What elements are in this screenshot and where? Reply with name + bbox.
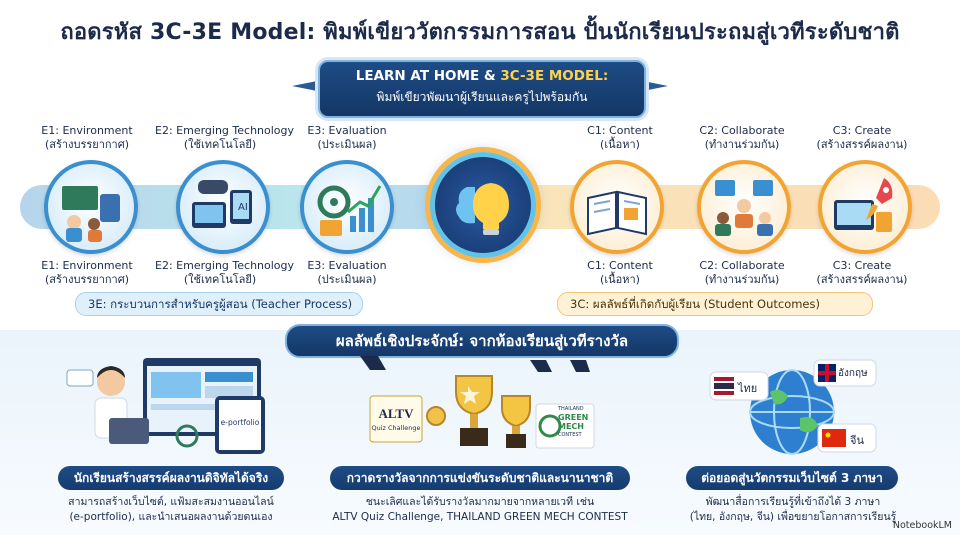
c1-sub: (เนื้อหา) [600, 138, 640, 151]
label-top-e1: E1: Environment(สร้างบรรยากาศ) [22, 124, 152, 152]
label-bottom-c2: C2: Collaborate(ทำงานร่วมกัน) [677, 259, 807, 287]
card-digital-work-desc-2: (e-portfolio), และนำเสนอผลงานด้วยตนเอง [69, 511, 273, 523]
banner-line-2: พิมพ์เขียวพัฒนาผู้เรียนและครูไปพร้อมกัน [376, 90, 588, 104]
c2-sub: (ทำงานร่วมกัน) [704, 138, 780, 151]
green-mech-sign-line1: THAILAND [558, 406, 584, 412]
banner-line-1b: 3C-3E MODEL: [500, 68, 609, 84]
label-top-e2: E2: Emerging Technology(ใช้เทคโนโลยี) [155, 124, 295, 152]
c1-sub-bottom: (เนื้อหา) [600, 273, 640, 286]
altv-sign-subtitle: Quiz Challenge [371, 424, 421, 432]
altv-sign-title: ALTV [378, 406, 414, 421]
eportfolio-tablet-label: e-portfolio [220, 418, 260, 427]
label-bottom-c3: C3: Create(สร้างสรรค์ผลงาน) [797, 259, 927, 287]
card-awards-desc-1: ชนะเลิศและได้รับรางวัลมากมายจากหลายเวที … [365, 496, 595, 508]
c3-name: C3: Create [832, 124, 892, 137]
e1-sub-bottom: (สร้างบรรยากาศ) [45, 273, 129, 286]
technology-icon: AI [176, 160, 270, 254]
brain-lightbulb-icon [430, 152, 536, 258]
c2-sub-bottom: (ทำงานร่วมกัน) [704, 273, 780, 286]
green-mech-sign-line2: GREEN [558, 413, 589, 422]
card-digital-work-title: นักเรียนสร้างสรรค์ผลงานดิจิทัลได้จริง [58, 466, 284, 490]
card-awards-desc: ชนะเลิศและได้รับรางวัลมากมายจากหลายเวที … [320, 495, 640, 525]
card-website-desc: พัฒนาสื่อการเรียนรู้ที่เข้าถึงได้ 3 ภาษา… [668, 495, 918, 525]
model-banner: LEARN AT HOME & 3C-3E MODEL: พิมพ์เขียวพ… [318, 60, 646, 118]
label-bottom-e3: E3: Evaluation(ประเมินผล) [282, 259, 412, 287]
card-website-desc-2: (ไทย, อังกฤษ, จีน) เพื่อขยายโอกาสการเรีย… [689, 511, 897, 523]
label-bottom-e2: E2: Emerging Technology(ใช้เทคโนโลยี) [155, 259, 295, 287]
multilingual-globe-illustration: ไทย อังกฤษ จีน [700, 356, 880, 460]
label-bottom-c1: C1: Content(เนื้อหา) [555, 259, 685, 287]
card-website-desc-1: พัฒนาสื่อการเรียนรู้ที่เข้าถึงได้ 3 ภาษา [705, 496, 881, 508]
label-top-c2: C2: Collaborate(ทำงานร่วมกัน) [677, 124, 807, 152]
e2-name: E2: Emerging Technology [155, 124, 295, 137]
e3-name-bottom: E3: Evaluation [307, 259, 387, 272]
green-mech-sign-line3: MECH [558, 422, 584, 431]
e3-sub-bottom: (ประเมินผล) [317, 273, 377, 286]
lang-english-label: อังกฤษ [838, 368, 868, 379]
rocket-create-icon [818, 160, 912, 254]
e1-name: E1: Environment [41, 124, 133, 137]
e2-sub-bottom: (ใช้เทคโนโลยี) [183, 273, 257, 286]
card-digital-work-desc-1: สามารถสร้างเว็บไซต์, แฟ้มสะสมงานออนไลน์ [68, 496, 274, 508]
e2-name-bottom: E2: Emerging Technology [155, 259, 295, 272]
notebooklm-watermark: NotebookLM [892, 520, 952, 531]
c3-name-bottom: C3: Create [832, 259, 892, 272]
c1-name-bottom: C1: Content [587, 259, 653, 272]
c3-sub: (สร้างสรรค์ผลงาน) [816, 138, 908, 151]
student-digital-work-illustration: e-portfolio [65, 352, 275, 457]
outcomes-title: ผลลัพธ์เชิงประจักษ์: จากห้องเรียนสู่เวที… [285, 324, 679, 358]
page-title: ถอดรหัส 3C-3E Model: พิมพ์เขียววัตกรรมกา… [60, 20, 900, 45]
classroom-icon [44, 160, 138, 254]
lang-thai-label: ไทย [738, 382, 758, 395]
banner-line-1a: LEARN AT HOME & [355, 68, 501, 84]
green-mech-sign-line4: CONTEST [558, 432, 582, 438]
svg-text:AI: AI [238, 202, 248, 213]
card-awards-desc-2: ALTV Quiz Challenge, THAILAND GREEN MECH… [332, 511, 628, 523]
c1-name: C1: Content [587, 124, 653, 137]
label-top-e3: E3: Evaluation(ประเมินผล) [282, 124, 412, 152]
card-awards-title: กวาดรางวัลจากการแข่งขันระดับชาติและนานาช… [330, 466, 630, 490]
e3-name: E3: Evaluation [307, 124, 387, 137]
awards-trophies-illustration: ALTV Quiz Challenge THAILAND GREEN MECH … [360, 356, 600, 456]
c2-name-bottom: C2: Collaborate [699, 259, 785, 272]
book-content-icon [570, 160, 664, 254]
e1-sub: (สร้างบรรยากาศ) [45, 138, 129, 151]
c2-name: C2: Collaborate [699, 124, 785, 137]
banner-line-1: LEARN AT HOME & 3C-3E MODEL: [320, 68, 644, 84]
label-top-c3: C3: Create(สร้างสรรค์ผลงาน) [797, 124, 927, 152]
e1-name-bottom: E1: Environment [41, 259, 133, 272]
collaboration-icon [697, 160, 791, 254]
c3-sub-bottom: (สร้างสรรค์ผลงาน) [816, 273, 908, 286]
label-bottom-e1: E1: Environment(สร้างบรรยากาศ) [22, 259, 152, 287]
card-digital-work-desc: สามารถสร้างเว็บไซต์, แฟ้มสะสมงานออนไลน์ (… [50, 495, 292, 525]
student-outcomes-pill: 3C: ผลลัพธ์ที่เกิดกับผู้เรียน (Student O… [557, 292, 873, 316]
label-top-c1: C1: Content(เนื้อหา) [555, 124, 685, 152]
e2-sub: (ใช้เทคโนโลยี) [183, 138, 257, 151]
lang-chinese-label: จีน [850, 434, 864, 447]
card-website-title: ต่อยอดสู่นวัตกรรมเว็บไซต์ 3 ภาษา [686, 466, 898, 490]
teacher-process-pill: 3E: กระบวนการสำหรับครูผู้สอน (Teacher Pr… [75, 292, 363, 316]
evaluation-chart-icon [300, 160, 394, 254]
e3-sub: (ประเมินผล) [317, 138, 377, 151]
